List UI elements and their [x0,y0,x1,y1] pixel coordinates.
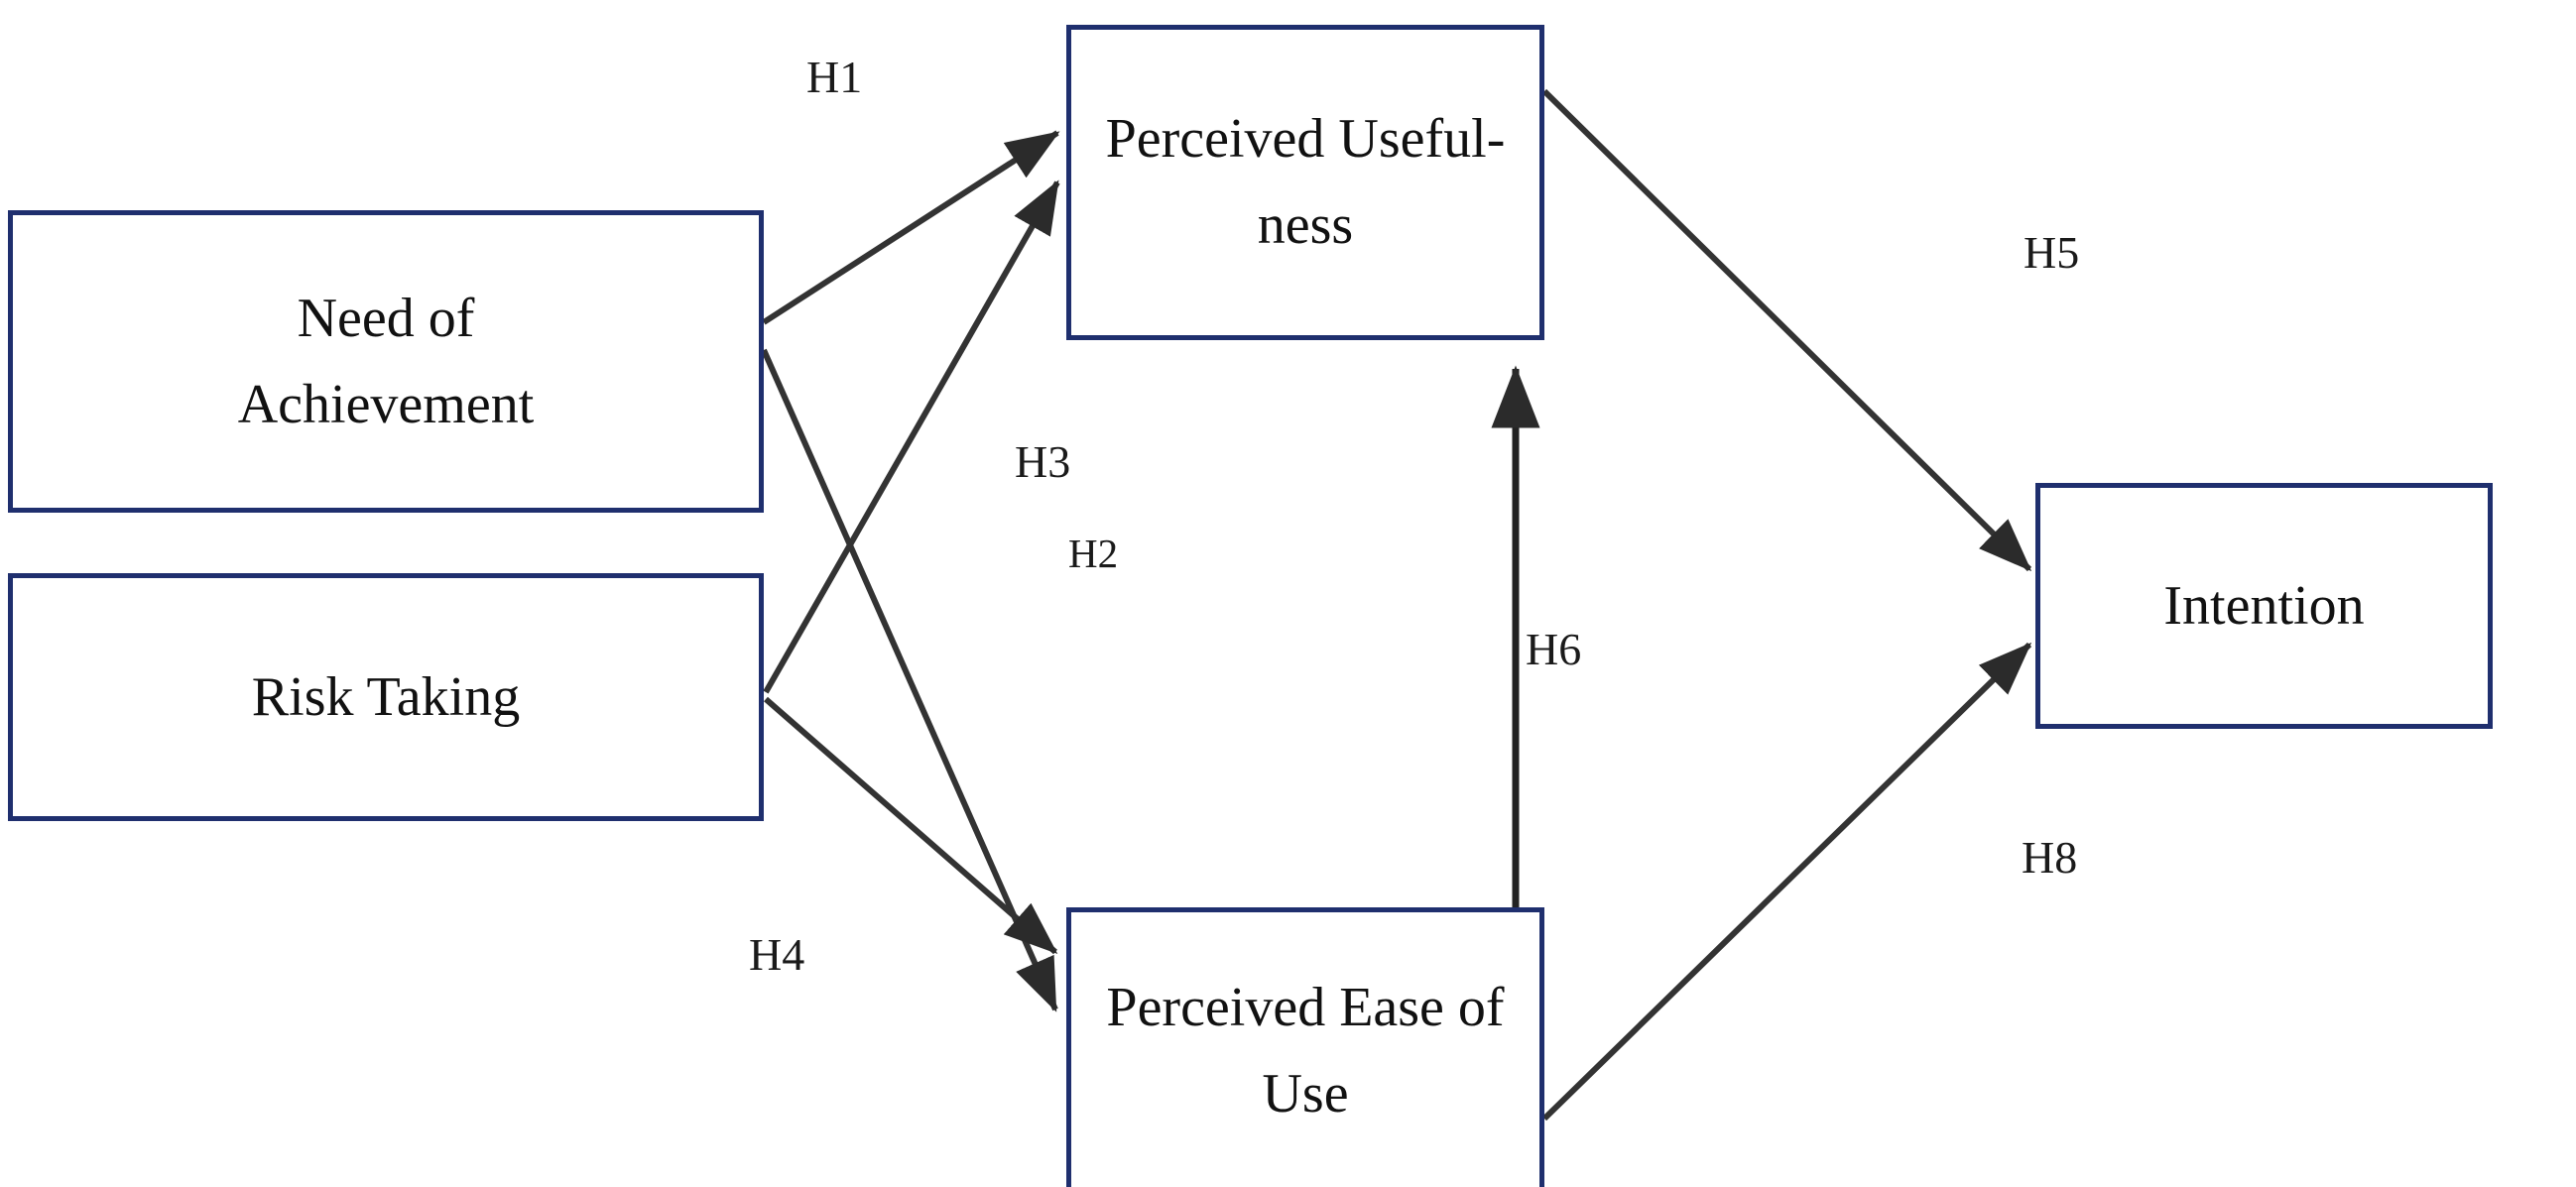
hypothesis-label-h2: H2 [1068,531,1119,576]
hypothesis-label-h6: H6 [1526,624,1582,674]
edge-h4-line [764,696,1058,955]
node-risk-taking[interactable]: Risk Taking [8,573,764,821]
node-perceived-ease-of-use[interactable]: Perceived Ease of Use [1066,907,1544,1187]
hypothesis-label-h8: H8 [2022,832,2078,883]
node-perceived-usefulness[interactable]: Perceived Useful- ness [1066,25,1544,340]
edge-h2-line [761,348,1058,1012]
edge-h3-line [763,179,1060,694]
node-label-line1: Perceived Ease of [1106,977,1505,1039]
hypothesis-label-h3: H3 [1015,436,1071,487]
hypothesis-label-h1: H1 [806,52,863,102]
node-label-line2: Use [1262,1063,1349,1125]
node-label-line2: Achievement [237,373,535,435]
node-need-of-achievement[interactable]: Need of Achievement [8,210,764,513]
hypothesis-label-h5: H5 [2024,227,2080,278]
node-intention[interactable]: Intention [2035,483,2493,729]
edge-h5-line [1541,88,2032,572]
node-label-line1: Intention [2163,574,2365,637]
node-label-line2: ness [1257,194,1354,256]
edge-h8-line [1541,642,2032,1122]
hypothesis-label-h4: H4 [749,929,805,980]
node-label-line1: Risk Taking [251,665,521,728]
node-label-line1: Need of [297,287,475,349]
node-label-line1: Perceived Useful- [1105,108,1506,171]
edge-h1-line [762,130,1060,325]
